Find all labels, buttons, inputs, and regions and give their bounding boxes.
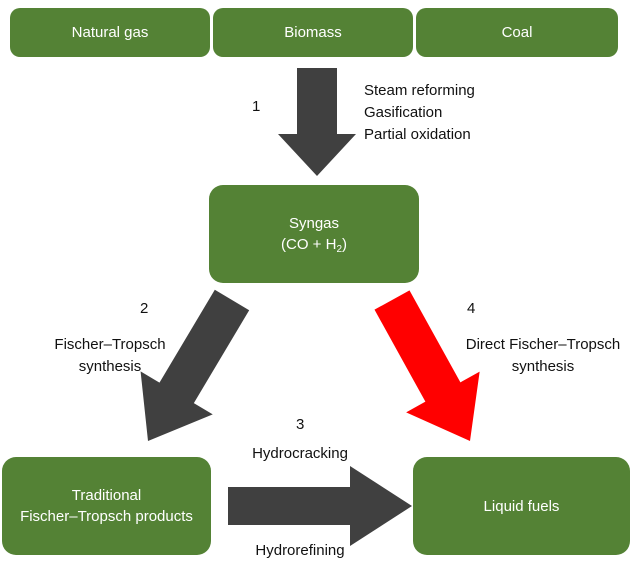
arrow-step-1 bbox=[278, 68, 356, 176]
step-4-label: Direct Fischer–Tropsch synthesis bbox=[452, 334, 633, 378]
step-4-number: 4 bbox=[467, 300, 476, 317]
step-2-label: Fischer–Tropsch synthesis bbox=[40, 334, 180, 378]
syngas-box: Syngas (CO + H2) bbox=[209, 185, 419, 283]
liquid-fuels-box: Liquid fuels bbox=[413, 457, 630, 555]
step-4-label-line1: Direct Fischer–Tropsch bbox=[465, 336, 621, 353]
formula-subscript: 2 bbox=[336, 244, 342, 255]
step-1-methods: Steam reforming Gasification Partial oxi… bbox=[364, 80, 475, 146]
step-2-label-line1: Fischer–Tropsch bbox=[54, 336, 166, 353]
step-4-label-line2: synthesis bbox=[511, 358, 575, 375]
step-3-number: 3 bbox=[296, 416, 305, 433]
step-1-number: 1 bbox=[252, 98, 261, 115]
step-2-label-line2: synthesis bbox=[78, 358, 142, 375]
source-biomass: Biomass bbox=[213, 8, 413, 57]
formula-suffix: ) bbox=[342, 236, 347, 253]
arrow-step-4-direct bbox=[374, 290, 480, 441]
traditional-ft-products-box: Traditional Fischer–Tropsch products bbox=[2, 457, 211, 555]
step-3-above-label: Hydrocracking bbox=[252, 445, 348, 462]
source-natural-gas: Natural gas bbox=[10, 8, 210, 57]
method-steam-reforming: Steam reforming bbox=[364, 82, 475, 99]
arrow-step-2 bbox=[140, 289, 250, 441]
method-gasification: Gasification bbox=[364, 104, 443, 121]
step-3-below-label: Hydrorefining bbox=[255, 542, 345, 559]
arrow-step-3 bbox=[228, 466, 412, 546]
method-partial-oxidation: Partial oxidation bbox=[364, 126, 471, 143]
syngas-formula: (CO + H2) bbox=[281, 234, 347, 255]
traditional-line2: Fischer–Tropsch products bbox=[20, 508, 193, 525]
formula-prefix: (CO + H bbox=[281, 236, 337, 253]
source-coal: Coal bbox=[416, 8, 618, 57]
syngas-title: Syngas bbox=[288, 215, 340, 232]
step-2-number: 2 bbox=[140, 300, 149, 317]
traditional-line1: Traditional bbox=[71, 487, 142, 504]
